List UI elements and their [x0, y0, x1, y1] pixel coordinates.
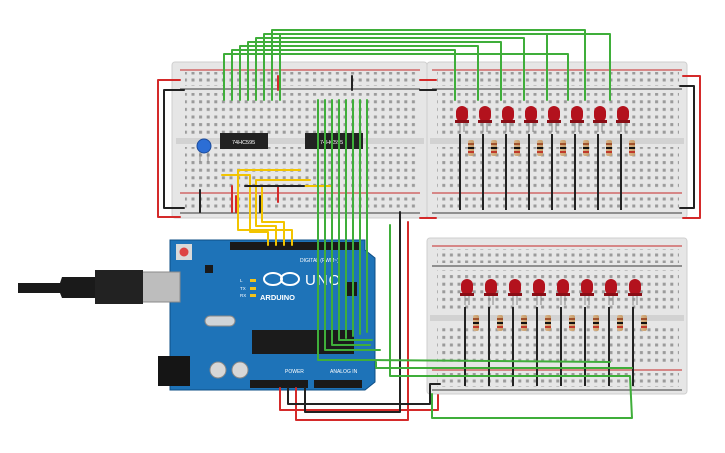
power-jack [158, 356, 190, 386]
bottom-led-5[interactable] [556, 279, 570, 305]
top-led-1[interactable] [455, 106, 469, 132]
bottom-led-6[interactable] [580, 279, 594, 305]
wire-yellow-2[interactable] [255, 179, 311, 246]
bottom-led-2[interactable] [484, 279, 498, 305]
top-resistor-5[interactable] [560, 140, 566, 156]
breadboard-right-bottom [426, 237, 688, 395]
wire-black-right-loop[interactable] [679, 85, 695, 209]
analog-header [314, 380, 362, 388]
bottom-led-8[interactable] [628, 279, 642, 305]
brand-label: ARDUINO [260, 293, 295, 302]
wire-black-gnd-2[interactable] [304, 211, 401, 413]
usb-connector [139, 271, 181, 303]
board-led-label-l: L [240, 278, 243, 283]
top-led-2[interactable] [478, 106, 492, 132]
wire-red-left-loop[interactable] [157, 79, 181, 218]
bottom-resistor-2[interactable] [497, 315, 503, 331]
bottom-led-7[interactable] [604, 279, 618, 305]
top-resistor-1[interactable] [468, 140, 474, 156]
breadboard-right-top [426, 61, 688, 219]
top-led-6[interactable] [570, 106, 584, 132]
top-led-3[interactable] [501, 106, 515, 132]
digital-header [230, 242, 360, 250]
digital-header-label: DIGITAL (PWM~) [300, 258, 339, 264]
shift-register-chip-2[interactable]: 74HC595 [305, 133, 363, 149]
top-led-7[interactable] [593, 106, 607, 132]
shift-register-chip-1[interactable]: 74HC595 [220, 133, 268, 149]
arduino-uno-board[interactable]: UNO ARDUINO DIGITAL (PWM~) POWER ANALOG … [18, 239, 376, 391]
bottom-resistor-1[interactable] [473, 315, 479, 331]
wire-red-5v[interactable] [279, 387, 439, 411]
breadboard-left [171, 61, 428, 219]
wire-yellow-1[interactable] [221, 174, 269, 246]
top-resistor-6[interactable] [583, 140, 589, 156]
top-led-4[interactable] [524, 106, 538, 132]
top-resistor-7[interactable] [606, 140, 612, 156]
bottom-led-1[interactable] [460, 279, 474, 305]
board-led-label-rx: RX [240, 293, 246, 298]
bottom-led-4[interactable] [532, 279, 546, 305]
analog-header-label: ANALOG IN [330, 369, 358, 375]
top-led-5[interactable] [547, 106, 561, 132]
power-header-label: POWER [285, 369, 304, 375]
bottom-resistor-3[interactable] [521, 315, 527, 331]
top-resistor-8[interactable] [629, 140, 635, 156]
chip-1-label: 74HC595 [232, 140, 255, 146]
top-resistor-4[interactable] [537, 140, 543, 156]
led-row-top [455, 106, 635, 210]
wires [157, 29, 701, 421]
power-header [250, 380, 308, 388]
wire-black-left-loop[interactable] [163, 89, 185, 209]
ceramic-capacitor[interactable] [196, 138, 212, 162]
arduino-logo [263, 272, 300, 286]
bottom-resistor-8[interactable] [641, 315, 647, 331]
top-resistor-2[interactable] [491, 140, 497, 156]
wire-red-right-loop[interactable] [682, 75, 701, 219]
bottom-led-3[interactable] [508, 279, 522, 305]
led-row-bottom [460, 279, 647, 386]
bottom-resistor-4[interactable] [545, 315, 551, 331]
bottom-resistor-6[interactable] [593, 315, 599, 331]
top-resistor-3[interactable] [514, 140, 520, 156]
board-led-label-tx: TX [240, 286, 246, 291]
top-led-8[interactable] [616, 106, 630, 132]
bottom-resistor-7[interactable] [617, 315, 623, 331]
usb-cable [18, 277, 100, 298]
wire-black-gnd[interactable] [287, 383, 441, 405]
model-label: UNO [305, 272, 341, 289]
wire-yellow-4[interactable] [237, 169, 301, 246]
bottom-resistor-5[interactable] [569, 315, 575, 331]
